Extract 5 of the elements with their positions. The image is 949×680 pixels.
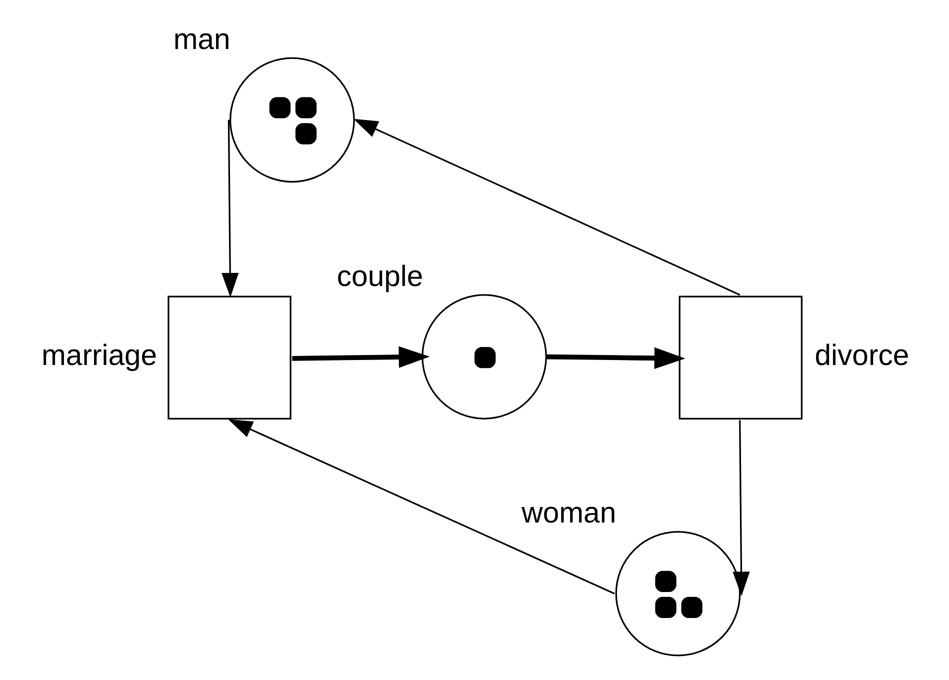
node-label: couple xyxy=(336,259,424,292)
node-label: marriage xyxy=(41,338,158,372)
node-label: divorce xyxy=(814,338,910,372)
node-label: man xyxy=(173,22,230,56)
node-label: woman xyxy=(522,496,616,530)
